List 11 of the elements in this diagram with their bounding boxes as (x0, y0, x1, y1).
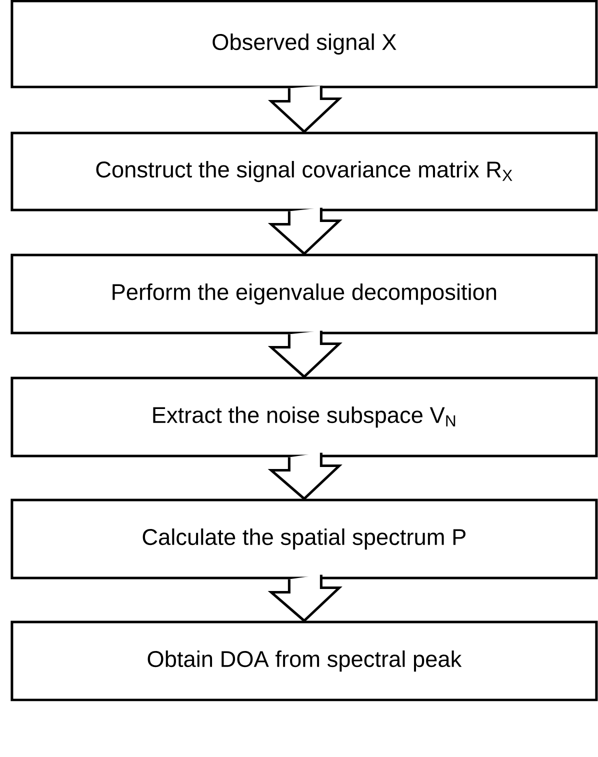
process-box: Extract the noise subspace V$_{N}$ (10, 376, 598, 458)
process-box: Obtain DOA from spectral peak (10, 620, 598, 702)
process-box: Observed signal X (10, 0, 598, 88)
block-arrow (268, 329, 342, 378)
block-arrow (268, 573, 342, 622)
block-arrow (268, 84, 342, 134)
process-box: Perform the eigenvalue decomposition (10, 254, 598, 334)
process-box: Construct the signal covariance matrix R$_{X}$ (10, 132, 598, 212)
block-arrow (268, 206, 342, 256)
block-arrow (268, 451, 342, 500)
process-box: Calculate the spatial spectrum P (10, 498, 598, 580)
